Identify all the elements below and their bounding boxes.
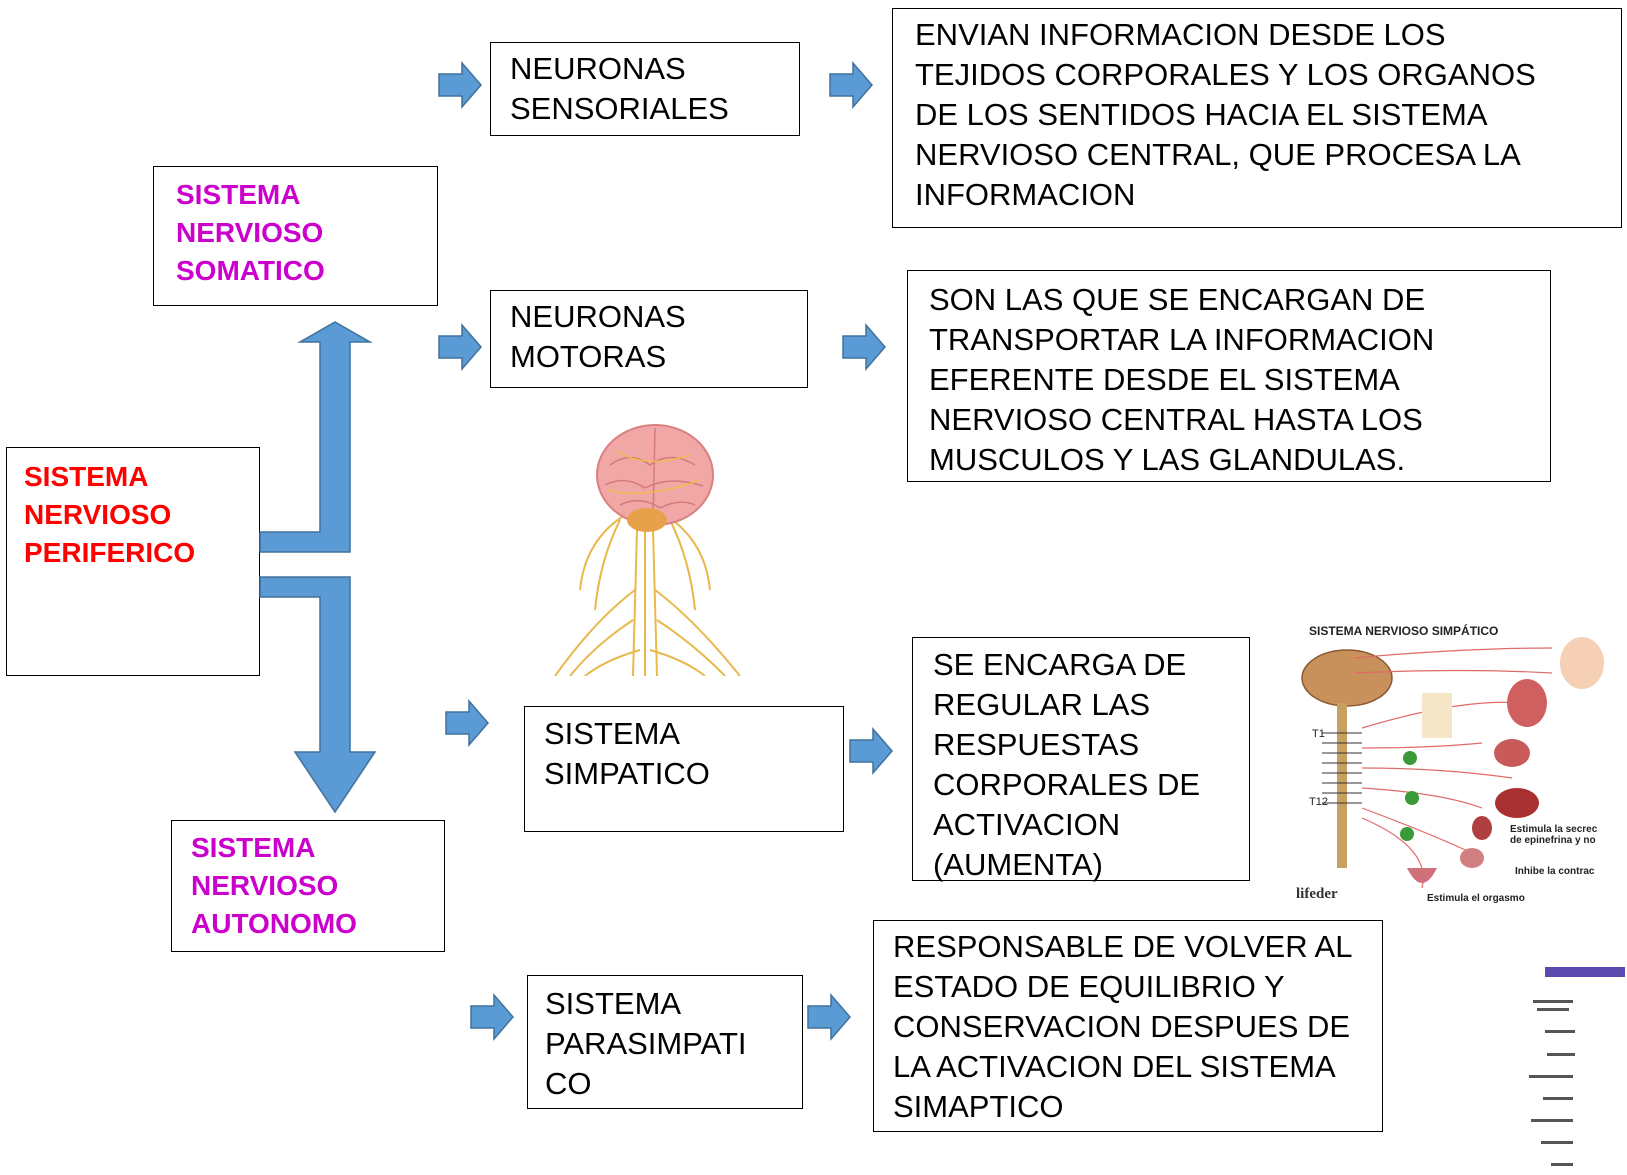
neuronas-motoras-desc-box: [907, 270, 1551, 482]
right-arrow: [842, 322, 886, 372]
right-arrow: [438, 322, 482, 372]
right-arrow: [829, 60, 873, 110]
parasimpatico-box: [527, 975, 803, 1109]
right-arrow: [438, 60, 482, 110]
neuronas-sensoriales-label: NEURONAS SENSORIALES: [510, 51, 729, 126]
nervous-system-illustration: [525, 420, 765, 676]
right-arrow: [470, 992, 514, 1042]
sympathetic-system-figure: SISTEMA NERVIOSO SIMPÁTICO: [1282, 618, 1627, 908]
parasimpatico-desc-box: [873, 920, 1383, 1132]
right-arrow: [445, 698, 489, 748]
sympathetic-label-contraccion: Inhibe la contrac: [1515, 866, 1595, 877]
up-branch-arrow: [259, 321, 373, 553]
somatico-title: SISTEMA NERVIOSO SOMATICO: [176, 179, 325, 286]
brain-nerves-image: [554, 424, 741, 676]
parasympathetic-thumbnail-image: [1529, 967, 1625, 1166]
simpatico-box: [524, 706, 844, 832]
right-arrow: [807, 992, 851, 1042]
neuronas-sensoriales-desc: ENVIAN INFORMACION DESDE LOS TEJIDOS COR…: [915, 17, 1536, 212]
simpatico-desc: SE ENCARGA DE REGULAR LAS RESPUESTAS COR…: [933, 647, 1201, 882]
simpatico-label: SISTEMA SIMPATICO: [544, 716, 710, 791]
somatico-box: [153, 166, 438, 306]
parasimpatico-label: SISTEMA PARASIMPATI CO: [545, 986, 747, 1101]
sympathetic-label-orgasmo: Estimula el orgasmo: [1427, 893, 1525, 904]
sympathetic-label-epinefrina-1: Estimula la secrec: [1510, 824, 1598, 835]
down-branch-arrow: [259, 576, 377, 814]
root-title: SISTEMA NERVIOSO PERIFERICO: [24, 461, 196, 568]
root-box: [6, 447, 260, 676]
lifeder-logo: lifeder: [1296, 886, 1338, 902]
sympathetic-label-epinefrina-2: de epinefrina y no: [1510, 835, 1596, 846]
simpatico-desc-box: [912, 637, 1250, 881]
neuronas-motoras-box: [490, 290, 808, 388]
autonomo-box: [171, 820, 445, 952]
parasympathetic-thumbnail: [1525, 955, 1627, 1175]
neuronas-sensoriales-desc-box: [892, 8, 1622, 228]
sympathetic-diagram-image: [1301, 637, 1604, 889]
neuronas-sensoriales-box: [490, 42, 800, 136]
sympathetic-figure-title: SISTEMA NERVIOSO SIMPÁTICO: [1309, 624, 1499, 638]
sympathetic-label-t12: T12: [1309, 796, 1328, 808]
autonomo-title: SISTEMA NERVIOSO AUTONOMO: [191, 832, 357, 939]
parasimpatico-desc: RESPONSABLE DE VOLVER AL ESTADO DE EQUIL…: [893, 929, 1353, 1124]
right-arrow: [849, 726, 893, 776]
neuronas-motoras-desc: SON LAS QUE SE ENCARGAN DE TRANSPORTAR L…: [929, 282, 1435, 477]
neuronas-motoras-label: NEURONAS MOTORAS: [510, 299, 686, 374]
sympathetic-label-t1: T1: [1312, 728, 1325, 740]
